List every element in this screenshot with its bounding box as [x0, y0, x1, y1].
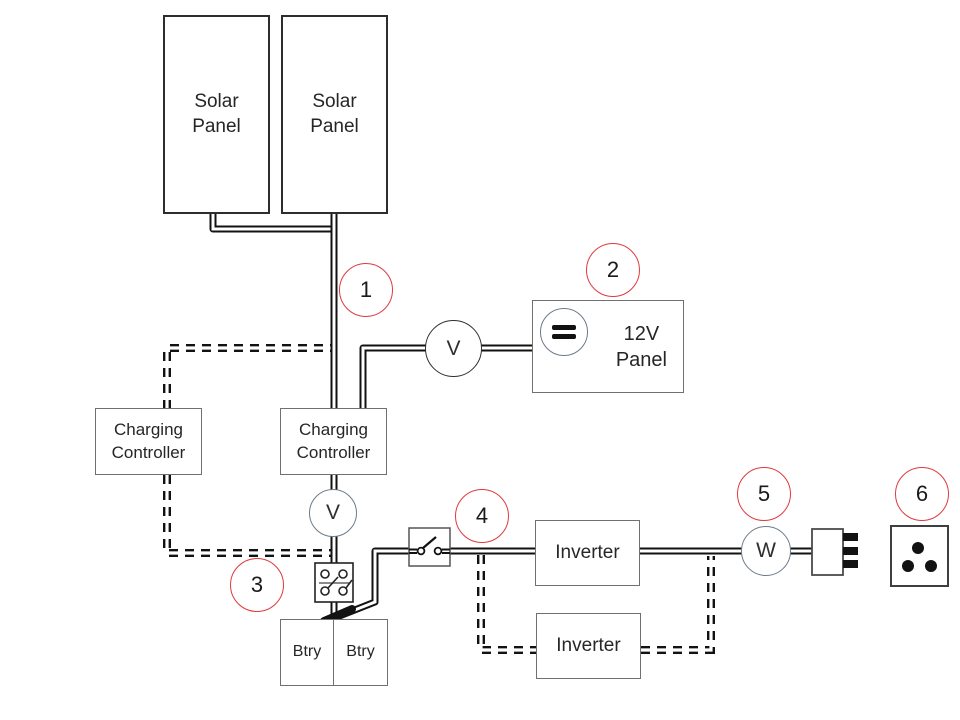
callout-6-number: 6 — [915, 481, 929, 506]
callout-3-number: 3 — [250, 572, 264, 597]
dashed-wire-left-controller-top — [163, 344, 333, 409]
voltmeter-main-label: V — [325, 501, 340, 524]
charging-controller-left-box: Charging Controller — [95, 408, 202, 475]
inverter-alt-label: Inverter — [556, 634, 621, 656]
charging-controller-main-box: Charging Controller — [280, 408, 387, 475]
solar-panel-1-box: Solar Panel — [163, 15, 270, 214]
wall-socket — [890, 525, 949, 587]
callout-3: 3 — [230, 558, 284, 612]
battery-disconnect-switch — [314, 562, 354, 603]
solar-panel-2-label: Solar Panel — [310, 90, 359, 137]
battery-1-label: Btry — [292, 643, 322, 661]
battery-2-label: Btry — [346, 643, 375, 661]
dashed-wire-left-controller-bottom — [163, 475, 333, 557]
callout-2-number: 2 — [606, 257, 620, 282]
inverter-main-label: Inverter — [555, 541, 620, 563]
dc-source-icon — [540, 308, 588, 356]
charging-controller-left-label: Charging Controller — [111, 420, 186, 462]
12v-panel-label: 12V Panel — [615, 322, 667, 371]
callout-1-number: 1 — [359, 277, 373, 302]
voltmeter-branch-label: V — [446, 336, 461, 360]
callout-5-number: 5 — [757, 481, 771, 506]
dc-bars-icon — [552, 325, 576, 339]
wattmeter: W — [741, 526, 791, 576]
callout-2: 2 — [586, 243, 640, 297]
wattmeter-label: W — [756, 539, 776, 562]
solar-panel-2-box: Solar Panel — [281, 15, 388, 214]
voltmeter-main: V — [309, 489, 357, 537]
battery-1-box: Btry — [280, 619, 334, 686]
callout-4-number: 4 — [475, 503, 489, 528]
dashed-wire-alt-inverter-input — [477, 555, 536, 654]
callout-5: 5 — [737, 467, 791, 521]
inverter-alt-box: Inverter — [536, 613, 641, 679]
charging-controller-main-label: Charging Controller — [296, 420, 371, 462]
wire-left-panel-feed — [209, 213, 334, 233]
dashed-wire-alt-inverter-output — [641, 556, 715, 654]
callout-6: 6 — [895, 467, 949, 521]
plug-connector — [811, 528, 858, 576]
callout-1: 1 — [339, 263, 393, 317]
inverter-main-box: Inverter — [535, 520, 640, 586]
voltmeter-branch: V — [425, 320, 482, 377]
callout-4: 4 — [455, 489, 509, 543]
wire-battery-to-inverter — [335, 547, 536, 621]
solar-panel-1-label: Solar Panel — [192, 90, 241, 137]
inline-switch — [408, 527, 451, 567]
battery-2-box: Btry — [333, 619, 388, 686]
